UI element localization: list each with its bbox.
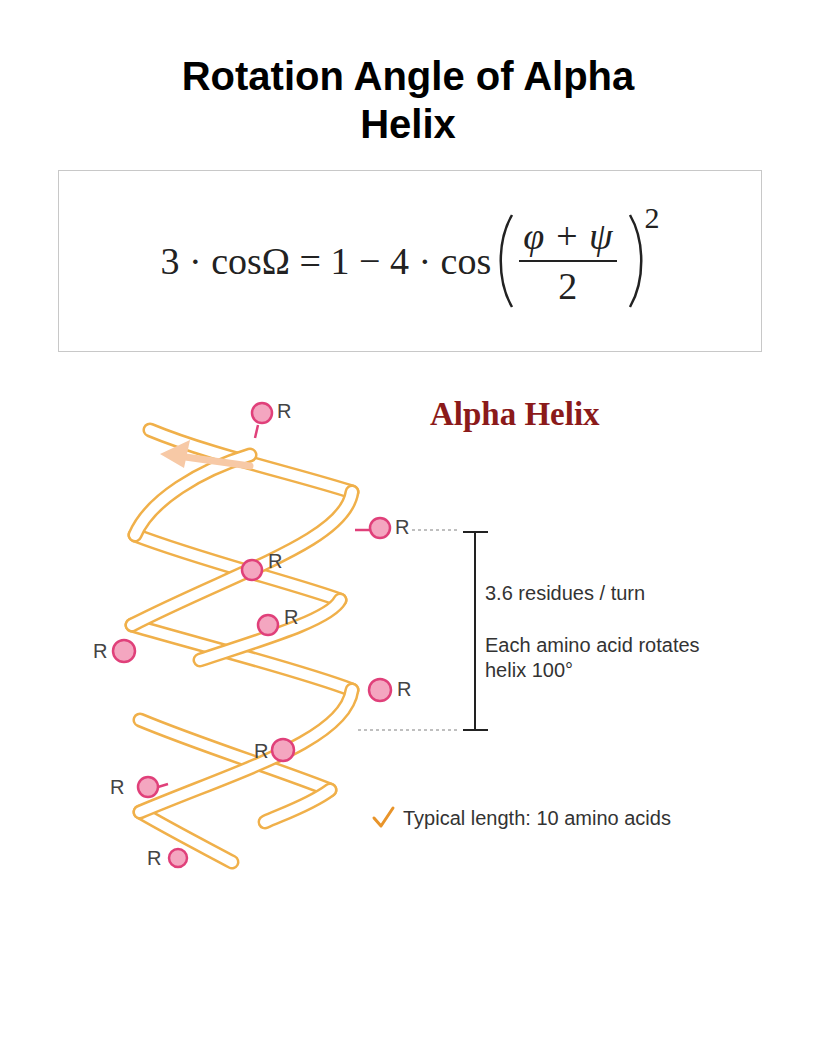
helix-back-strand — [132, 430, 352, 862]
r-group-label: R — [395, 516, 409, 538]
r-group-label: R — [397, 678, 411, 700]
title: Rotation Angle of Alpha Helix — [158, 52, 658, 148]
parenthesis — [497, 211, 517, 311]
dotted-leader — [358, 530, 460, 730]
residues-note: 3.6 residues / turn — [485, 581, 735, 606]
rotation-note: Each amino acid rotates helix 100° — [485, 633, 735, 683]
turn-bracket — [463, 532, 488, 730]
parenthesis — [625, 211, 645, 311]
formula-text: 3 · cosΩ = 1 − 4 · cos — [161, 239, 492, 283]
fraction-numerator: φ + ψ — [519, 214, 616, 262]
length-note: Typical length: 10 amino acids — [403, 806, 763, 831]
r-group-label: R — [284, 606, 298, 628]
fraction-denominator: 2 — [558, 262, 577, 308]
r-group-label: R — [254, 740, 268, 762]
diagram-heading: Alpha Helix — [430, 396, 600, 433]
r-group-label: R — [93, 640, 107, 662]
r-group-label: R — [147, 847, 161, 869]
r-group-label: R — [277, 400, 291, 422]
r-group-circles — [113, 403, 391, 867]
r-group-label: R — [110, 776, 124, 798]
r-group-label: R — [268, 550, 282, 572]
direction-arrow — [160, 440, 250, 468]
exponent: 2 — [645, 201, 660, 235]
formula-box: 3 · cosΩ = 1 − 4 · cosφ + ψ22 — [58, 170, 762, 352]
fraction: φ + ψ2 — [519, 214, 616, 308]
helix-front-strand — [132, 455, 352, 822]
check-mark — [374, 808, 393, 826]
